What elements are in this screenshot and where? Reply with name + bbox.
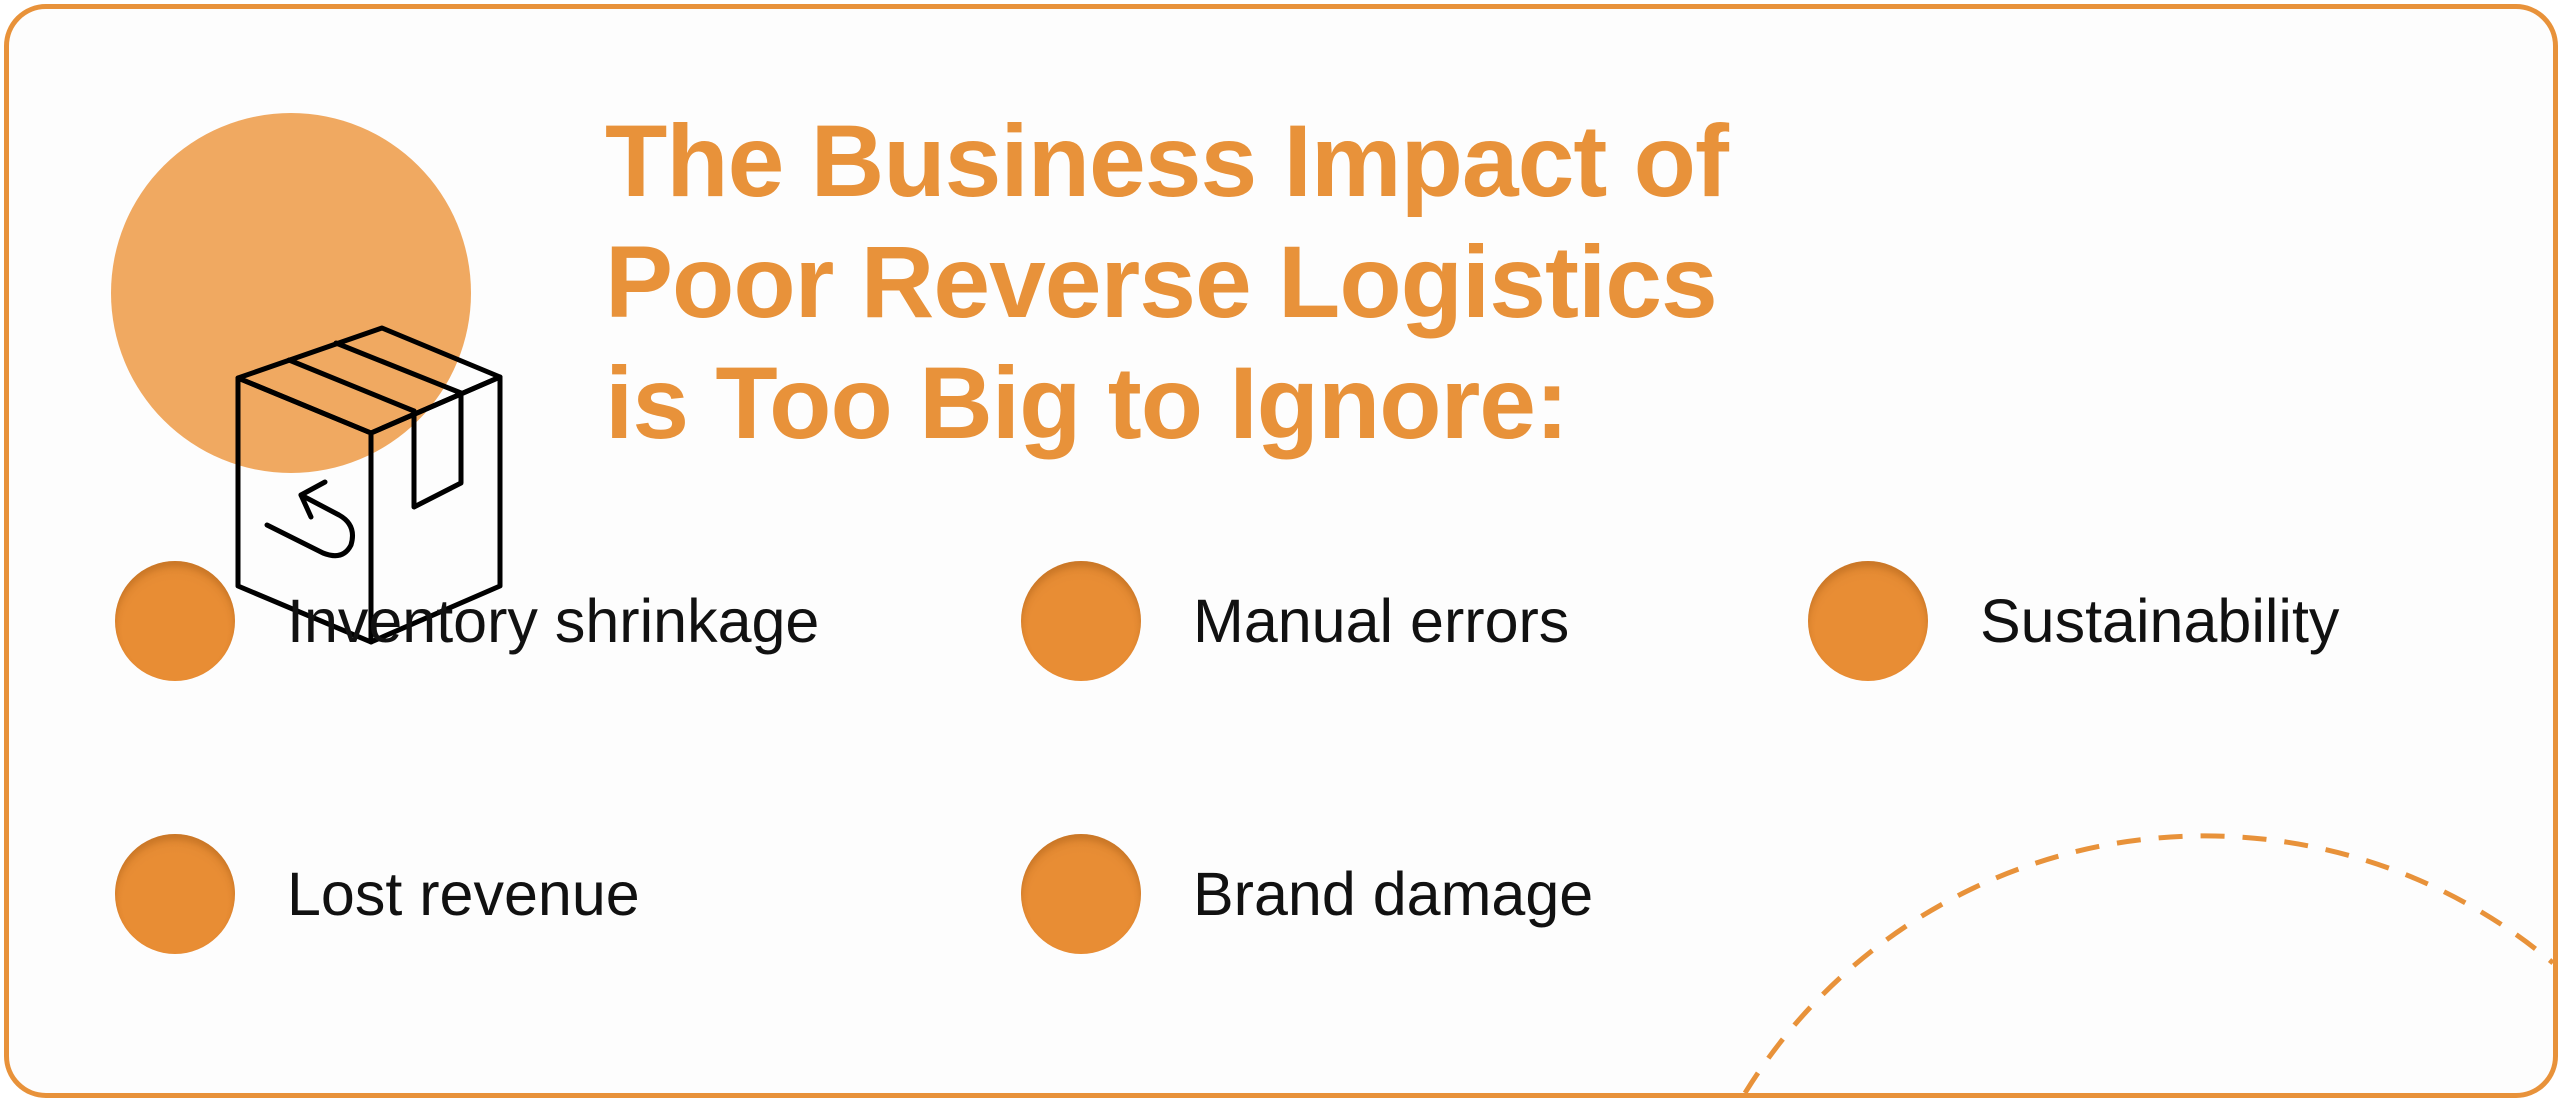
item-label: Brand damage bbox=[1193, 860, 1594, 928]
page-title: The Business Impact of Poor Reverse Logi… bbox=[605, 101, 1729, 464]
title-line: is Too Big to Ignore: bbox=[605, 346, 1569, 460]
bullet-icon bbox=[1021, 834, 1141, 954]
list-item-brand-damage: Brand damage bbox=[1021, 834, 1593, 954]
list-item-manual-errors: Manual errors bbox=[1021, 561, 1569, 681]
title-line: The Business Impact of bbox=[605, 104, 1729, 218]
item-label: Sustainability bbox=[1980, 587, 2340, 655]
item-label: Lost revenue bbox=[287, 860, 640, 928]
bullet-icon bbox=[115, 561, 235, 681]
item-label: Inventory shrinkage bbox=[287, 587, 820, 655]
list-item-sustainability: Sustainability bbox=[1808, 561, 2339, 681]
title-line: Poor Reverse Logistics bbox=[605, 225, 1718, 339]
dashed-arc bbox=[1742, 833, 2553, 1093]
bullet-icon bbox=[115, 834, 235, 954]
decoration-layer bbox=[111, 113, 2553, 1093]
list-item-inventory-shrinkage: Inventory shrinkage bbox=[115, 561, 819, 681]
accent-circle bbox=[111, 113, 471, 473]
bullet-icon bbox=[1021, 561, 1141, 681]
item-label: Manual errors bbox=[1193, 587, 1570, 655]
bullet-icon bbox=[1808, 561, 1928, 681]
return-box-icon bbox=[235, 325, 503, 645]
list-item-lost-revenue: Lost revenue bbox=[115, 834, 640, 954]
infographic-card: The Business Impact of Poor Reverse Logi… bbox=[4, 4, 2558, 1098]
